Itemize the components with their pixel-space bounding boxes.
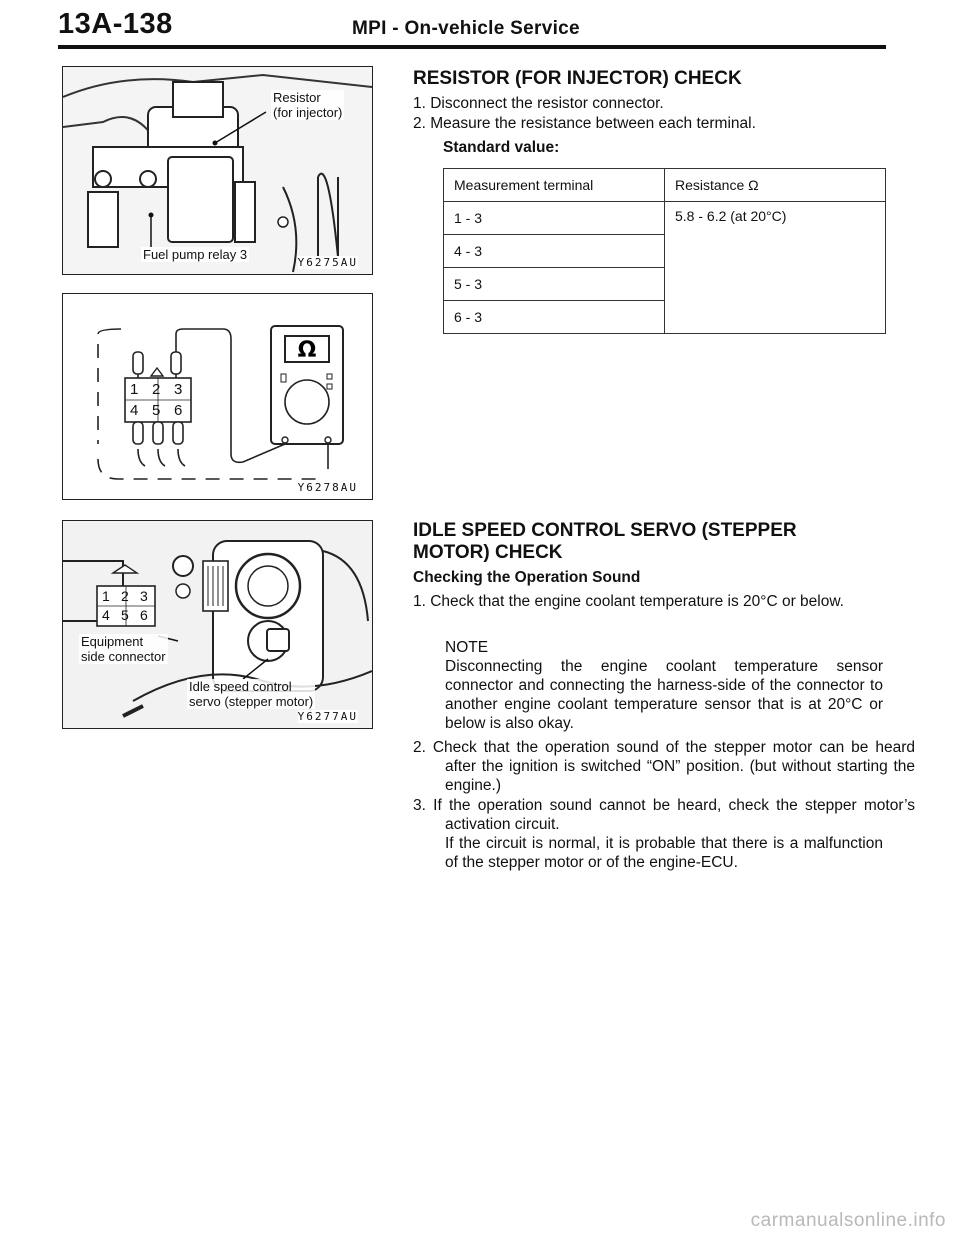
isc-check-heading-line2: MOTOR) CHECK — [413, 542, 563, 563]
table-cell-terminal: 1 - 3 — [443, 201, 665, 235]
callout-fuel-pump-relay: Fuel pump relay 3 — [141, 247, 250, 262]
connector-pin-3: 3 — [174, 381, 183, 398]
resistance-spec-table: Measurement terminal Resistance Ω 1 - 3 … — [443, 168, 886, 334]
figure-resistance-measurement: Ω 1 2 3 4 5 6 Y6278AU — [62, 293, 373, 500]
note-text: Disconnecting the engine coolant tempera… — [445, 658, 883, 732]
table-cell-terminal: 6 - 3 — [443, 300, 665, 334]
watermark: carmanualsonline.info — [750, 1210, 946, 1231]
connector-pin-4: 4 — [102, 607, 110, 623]
isc-step-3-continued: If the circuit is normal, it is probable… — [445, 835, 883, 871]
resistor-check-heading: RESISTOR (FOR INJECTOR) CHECK — [413, 68, 742, 89]
callout-equipment-side-connector: Equipment side connector — [79, 634, 168, 664]
connector-pin-4: 4 — [130, 402, 139, 419]
connector-pin-5: 5 — [121, 607, 129, 623]
operation-sound-subheading: Checking the Operation Sound — [413, 569, 641, 586]
resistor-step-1: 1. Disconnect the resistor connector. — [413, 95, 664, 112]
figure-code: Y6277AU — [297, 710, 358, 723]
section-title: MPI - On-vehicle Service — [352, 18, 580, 39]
connector-pin-5: 5 — [152, 402, 161, 419]
ohmmeter-connection-diagram: Ω — [97, 325, 344, 480]
table-cell-terminal: 5 - 3 — [443, 267, 665, 301]
table-row: 5 - 3 — [443, 267, 886, 301]
table-header-row: Measurement terminal Resistance Ω — [443, 168, 886, 202]
table-row: 6 - 3 — [443, 300, 886, 334]
isc-servo-illustration — [63, 521, 372, 728]
table-cell-resistance-value: 5.8 - 6.2 (at 20°C) — [664, 201, 886, 334]
isc-step-1: 1. Check that the engine coolant tempera… — [413, 593, 844, 610]
connector-pin-1: 1 — [130, 381, 139, 398]
figure-isc-servo: 1 2 3 4 5 6 Equipment side connector Idl… — [62, 520, 373, 729]
figure-resistor-location: Resistor (for injector) Fuel pump relay … — [62, 66, 373, 275]
callout-resistor: Resistor (for injector) — [271, 90, 345, 120]
connector-pin-1: 1 — [102, 588, 110, 604]
callout-isc-servo: Idle speed control servo (stepper motor) — [187, 679, 316, 709]
page-number: 13A-138 — [58, 8, 173, 40]
svg-text:Ω: Ω — [298, 338, 317, 363]
resistor-step-2: 2. Measure the resistance between each t… — [413, 115, 756, 132]
isc-step-2: 2. Check that the operation sound of the… — [413, 739, 915, 794]
table-header-resistance: Resistance Ω — [664, 168, 886, 202]
standard-value-label: Standard value: — [443, 139, 560, 156]
note-label: NOTE — [445, 639, 489, 656]
header-rule — [58, 45, 886, 49]
connector-pin-2: 2 — [121, 588, 129, 604]
connector-pin-3: 3 — [140, 588, 148, 604]
figure-code: Y6275AU — [297, 256, 358, 269]
connector-pin-6: 6 — [174, 402, 183, 419]
isc-step-3: 3. If the operation sound cannot be hear… — [413, 797, 915, 833]
connector-pin-2: 2 — [152, 381, 161, 398]
connector-pin-6: 6 — [140, 607, 148, 623]
table-cell-terminal: 4 - 3 — [443, 234, 665, 268]
table-header-terminal: Measurement terminal — [443, 168, 665, 202]
table-row: 1 - 3 5.8 - 6.2 (at 20°C) — [443, 201, 886, 334]
figure-code: Y6278AU — [297, 481, 358, 494]
isc-check-heading-line1: IDLE SPEED CONTROL SERVO (STEPPER — [413, 520, 797, 541]
